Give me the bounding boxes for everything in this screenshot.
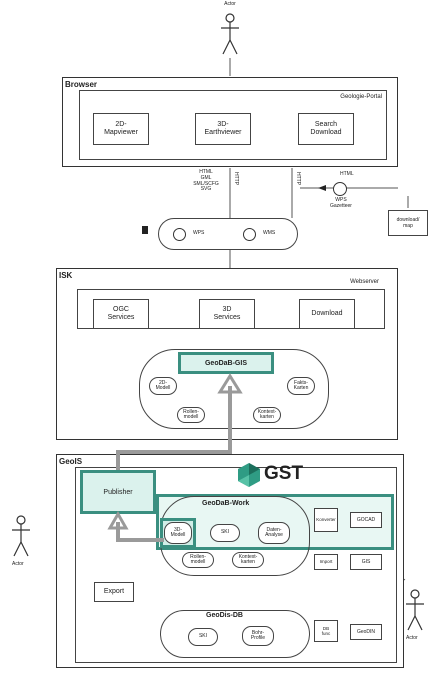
gst-logo-text: GST (264, 463, 304, 484)
webserver-label: Webserver (350, 279, 379, 285)
browser-frame: Browser Geologie-Portal 2D- Mapviewer 3D… (62, 77, 398, 167)
geodis-db-label: GeoDis-DB (206, 612, 243, 619)
protocol-formats: HTML GML SML/SCFG SVG (193, 169, 219, 193)
gis-box: GIS (350, 554, 382, 570)
search-download-box: Search Download (298, 113, 354, 145)
left-actor: Actor (6, 512, 36, 572)
rollenmodell-module-isk: Rollen- modell (177, 407, 205, 423)
geodis-db-pill (160, 610, 310, 658)
earthviewer-3d-box: 3D- Earthviewer (195, 113, 251, 145)
bohrprofile-module: Bohr- Profile (242, 626, 274, 646)
export-box: Export (94, 582, 134, 602)
model-2d-module: 2D- Modell (149, 377, 177, 395)
publisher-label: Publisher (103, 488, 133, 496)
actor-label: Actor (224, 1, 236, 7)
html-label: HTML (340, 171, 354, 177)
services-3d-box: 3D Services (199, 299, 255, 329)
wps-circle (173, 228, 186, 241)
services-pill: WPS WMS (158, 218, 298, 250)
mapviewer-2d-box: 2D- Mapviewer (93, 113, 149, 145)
download-box: Download (299, 299, 355, 329)
ogc-services-box: OGC Services (93, 299, 149, 329)
download-map-box: download/ map (388, 210, 428, 236)
actor-icon (221, 13, 239, 55)
ski-module-geodis: SKI (188, 628, 218, 646)
geodin-box: GeoDIN (350, 624, 382, 640)
http-label-2: HTTP (294, 172, 301, 186)
import-box: Import (314, 554, 338, 570)
gst-logo-icon (238, 463, 260, 487)
small-marker-icon (142, 226, 148, 234)
right-actor: Actor (400, 586, 430, 648)
portal-label: Geologie-Portal (340, 94, 382, 100)
top-actor: Actor (212, 1, 248, 58)
wms-label: WMS (263, 230, 276, 236)
kontextkarten-module-geois: Kontext- karten (232, 552, 264, 568)
actor-icon (12, 515, 30, 557)
datenanalyse-module: Daten- Analyse (258, 522, 290, 544)
wms-circle (243, 228, 256, 241)
rollenmodell-module-geois: Rollen- modell (182, 552, 214, 568)
geodb-gis-highlight: GeoDaB-GIS (178, 352, 274, 374)
portal-panel: Geologie-Portal 2D- Mapviewer 3D- Earthv… (79, 90, 387, 160)
wps-label: WPS (193, 230, 205, 236)
konverter-box: Konverter (314, 508, 338, 532)
geois-inner-panel (75, 467, 397, 663)
left-actor-label: Actor (12, 561, 24, 567)
kontextkarten-module-isk: Kontext- karten (253, 407, 281, 423)
geodb-gis-label: GeoDaB-GIS (204, 359, 247, 367)
wps-gazetteer-label: WPS Gazetteer (330, 197, 352, 209)
geodb-work-label: GeoDaB-Work (202, 500, 250, 507)
model-3d-module: 3D- Modell (164, 522, 192, 544)
isk-tag: ISK (59, 271, 73, 280)
wps-gazetteer-node (333, 182, 347, 196)
geois-tag: GeoIS (59, 457, 83, 466)
http-label-1: HTTP (232, 172, 239, 186)
db-func-box: DB func (314, 620, 338, 642)
actor-icon (406, 589, 424, 631)
ski-module-work: SKI (210, 524, 240, 542)
gst-logo: GST (236, 462, 306, 488)
right-actor-label: Actor (406, 635, 418, 641)
browser-tag: Browser (65, 80, 98, 89)
fakts-karten-module: Fakts- Karten (287, 377, 315, 395)
gocad-box: GOCAD (350, 512, 382, 528)
